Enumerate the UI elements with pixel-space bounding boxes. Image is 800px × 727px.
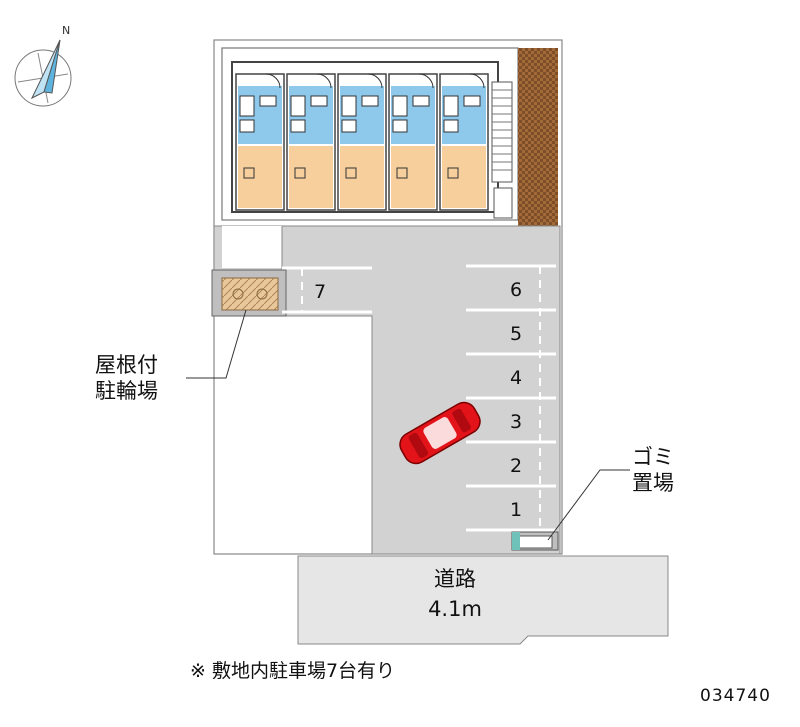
mailboxes [493,187,513,219]
slot-number-4: 4 [510,367,522,389]
slot-number-7: 7 [314,281,326,303]
road [297,555,669,645]
covered-bicycle-parking [211,269,287,317]
apartment-unit [235,73,285,211]
slot-number-6: 6 [510,279,522,301]
apartment-unit [388,73,438,211]
trash-area [511,531,559,551]
apartment-units [235,73,489,211]
compass-north-label: N [62,24,70,37]
trash-leader-line [547,469,630,541]
apartment-unit [286,73,336,211]
parking-slot-lines [282,264,556,532]
road-width: 4.1m [428,597,482,621]
walkway [222,226,282,268]
red-car-icon [399,401,481,465]
road-label: 道路 4.1m [395,564,515,624]
stairs [491,81,513,183]
slot-number-3: 3 [510,411,522,433]
property-code: 034740 [700,686,771,706]
apartment-unit [439,73,489,211]
trash-area-label: ゴミ 置場 [632,445,674,495]
apartment-unit [337,73,387,211]
parking-note: ※ 敷地内駐車場7台有り [190,660,396,682]
road-name: 道路 [434,567,476,591]
hedge [518,48,558,226]
slot-number-2: 2 [510,455,522,477]
compass-north-arrow-icon: N [14,24,72,107]
slot-number-5: 5 [510,323,522,345]
slot-number-1: 1 [510,499,522,521]
bike-parking-label: 屋根付 駐輪場 [95,353,158,403]
bike-leader-line [186,309,247,379]
